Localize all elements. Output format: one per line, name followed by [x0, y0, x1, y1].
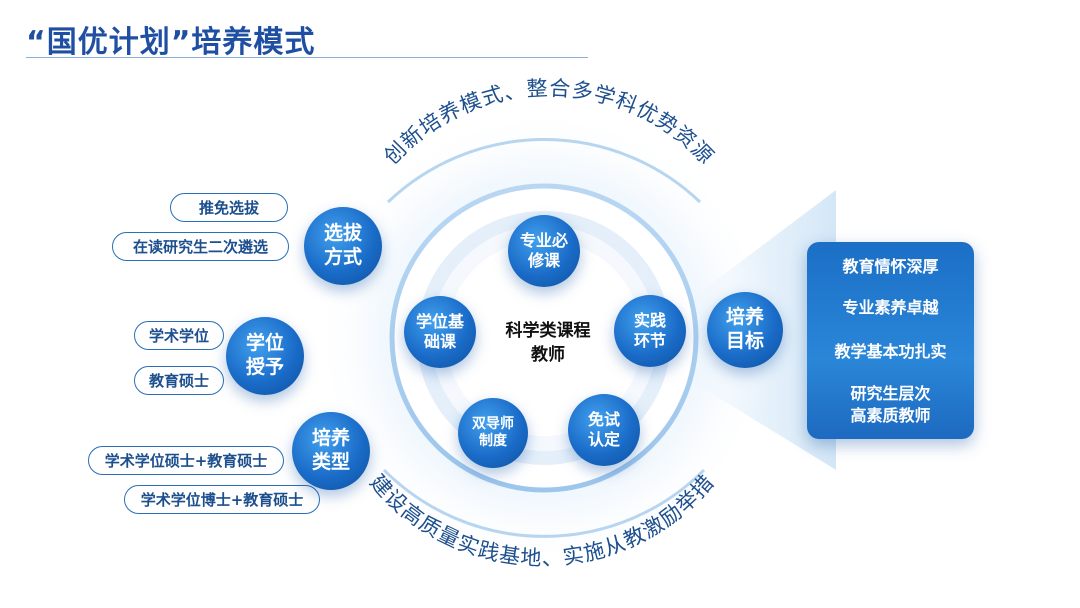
pill-recommend-selection: 推免选拔 — [170, 193, 288, 222]
pill-education-master: 教育硕士 — [134, 366, 224, 395]
pill-type-doctor: 学术学位博士+教育硕士 — [124, 485, 320, 514]
node-practice: 实践环节 — [614, 295, 686, 367]
bubble-training-goal: 培养目标 — [707, 292, 783, 368]
goal-item: 教学基本功扎实 — [834, 342, 947, 361]
goal-item: 教育情怀深厚 — [842, 257, 939, 276]
goal-item: 高素质教师 — [850, 406, 931, 425]
bubble-degree-award: 学位授予 — [226, 317, 304, 395]
goal-box: 教育情怀深厚 专业素养卓越 教学基本功扎实 研究生层次 高素质教师 — [807, 242, 974, 439]
bubble-training-type: 培养类型 — [292, 412, 370, 490]
center-disc — [446, 240, 642, 436]
outer-arc-bottom — [382, 468, 706, 538]
center-label: 科学类课程 教师 — [505, 321, 591, 365]
pill-type-master: 学术学位硕士+教育硕士 — [88, 446, 284, 475]
goal-item: 专业素养卓越 — [842, 298, 939, 317]
node-basic-course: 学位基础课 — [404, 296, 476, 368]
goal-item: 研究生层次 — [850, 384, 931, 403]
pill-academic-degree: 学术学位 — [134, 321, 224, 350]
pill-secondary-selection: 在读研究生二次遴选 — [112, 232, 289, 261]
node-dual-mentor: 双导师制度 — [458, 398, 528, 468]
node-required-course: 专业必修课 — [508, 215, 580, 287]
outer-arc-top — [386, 138, 702, 204]
node-exam-exempt: 免试认定 — [568, 394, 640, 466]
page-title: “国优计划”培养模式 — [26, 25, 316, 60]
bubble-selection-method: 选拔方式 — [304, 207, 382, 285]
title-divider — [26, 57, 588, 58]
